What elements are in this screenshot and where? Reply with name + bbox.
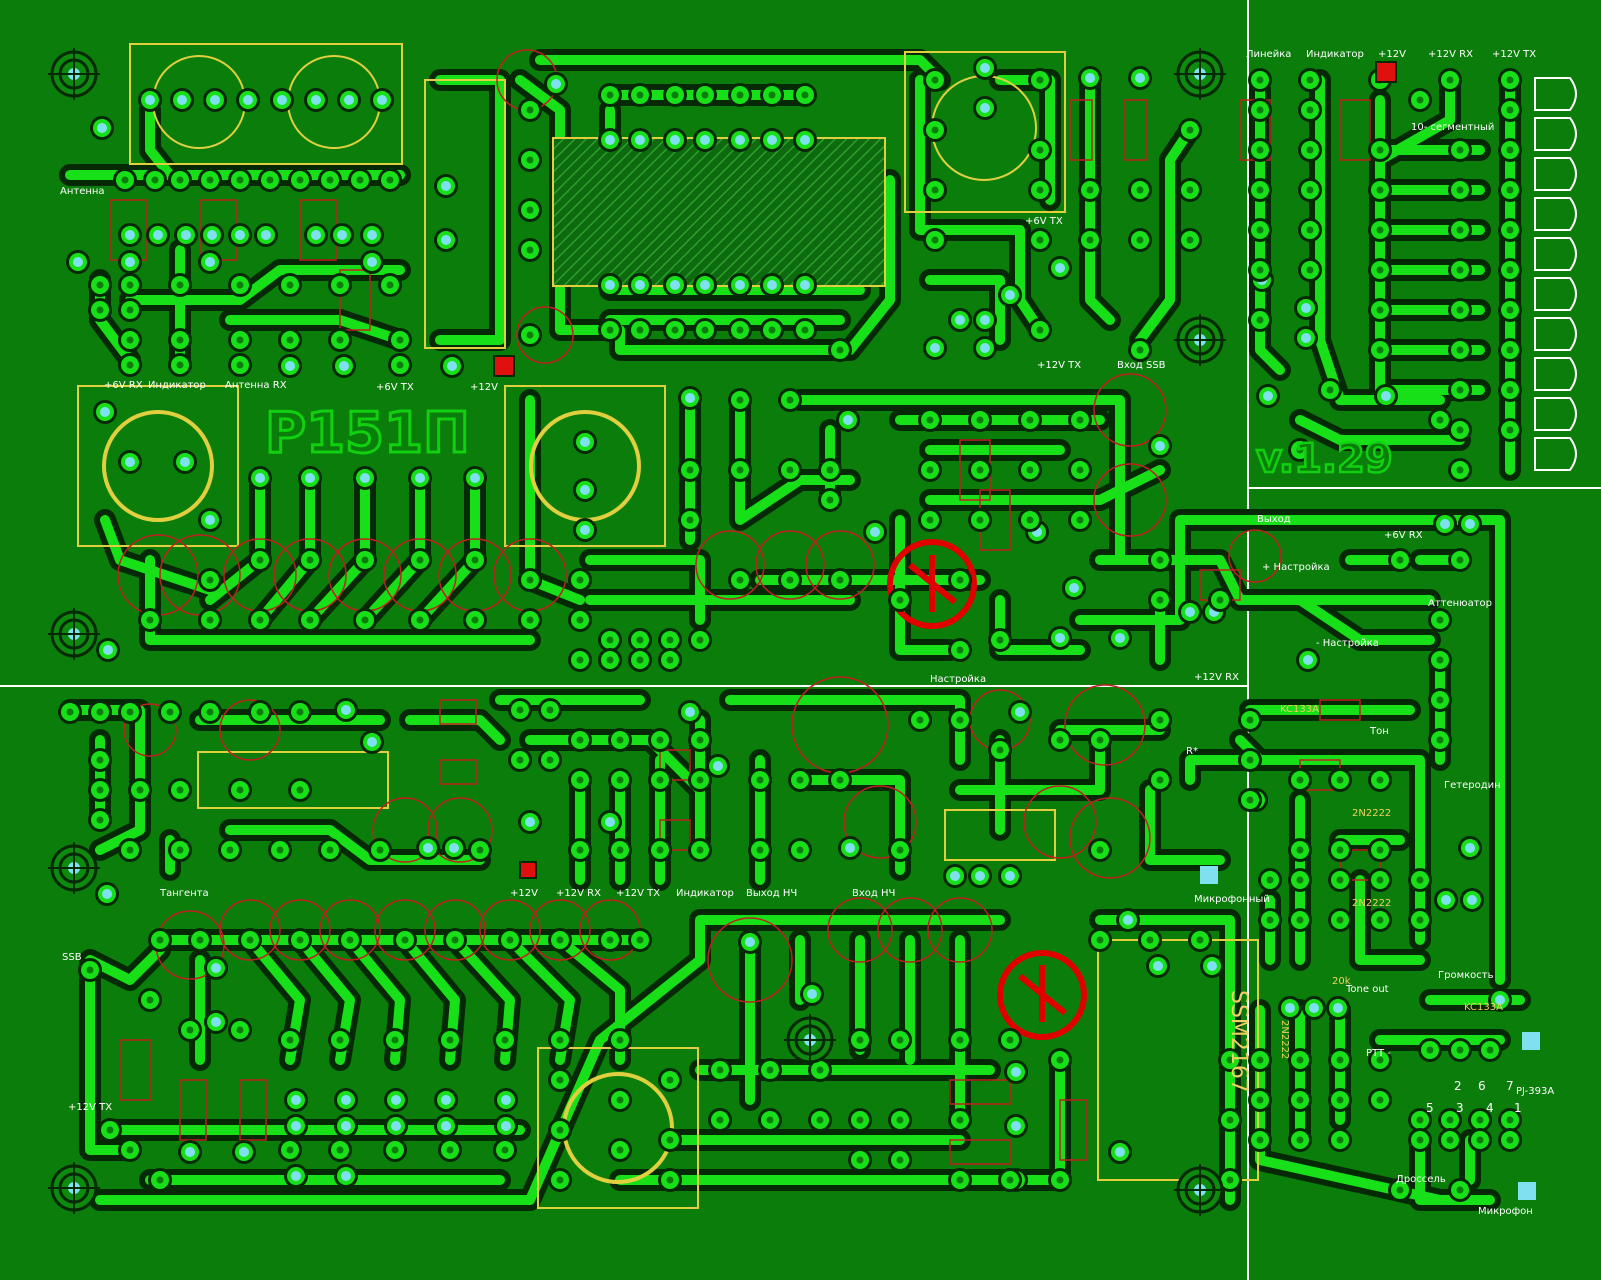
label-6v-rx-2: +6V RX <box>1384 530 1423 541</box>
label-pin-3: 3 <box>1456 1101 1464 1115</box>
coil-outline-4 <box>102 410 214 522</box>
label-minus-tuning: - Настройка <box>1316 638 1379 649</box>
label-6v-tx-1: +6V TX <box>376 382 414 393</box>
label-indicator-2: Индикатор <box>1306 49 1364 60</box>
label-pin-6: 6 <box>1478 1079 1486 1093</box>
label-q2: 2N2222 <box>1352 898 1391 909</box>
label-mic: Микрофон <box>1478 1206 1533 1217</box>
ic-outline-1 <box>197 751 389 809</box>
label-r-star: R* <box>1186 746 1198 757</box>
label-pin-1: 1 <box>1514 1101 1522 1115</box>
power-pads <box>493 61 1397 879</box>
label-tangenta: Тангента <box>159 888 209 899</box>
label-20k: 20k <box>1332 976 1351 987</box>
coil-outline-4-box <box>77 385 239 547</box>
label-12v-rx-2: +12V RX <box>1194 672 1239 683</box>
label-antenna-rx: Антенна RX <box>225 380 287 391</box>
label-plus-tuning: + Настройка <box>1262 562 1330 573</box>
pad-layer <box>58 56 1522 1202</box>
silkscreen-labels: Антенна +6V RX Индикатор Антенна RX +6V … <box>60 49 1554 1217</box>
filter-block <box>552 137 886 287</box>
label-volume: Громкость <box>1438 970 1494 981</box>
label-tuning: Настройка <box>930 674 986 685</box>
board-title: P151П <box>265 401 470 466</box>
label-2n2222-vertical: 2N2222 <box>1279 1020 1290 1059</box>
label-heterodyne: Гетеродин <box>1444 780 1501 791</box>
label-lineyka: Линейка <box>1246 49 1291 60</box>
board-version: v.1.29 <box>1256 436 1393 482</box>
label-12v-3: +12V <box>510 888 538 899</box>
label-10-segment: 10- сегментный <box>1411 122 1494 133</box>
dual-coil-outline <box>129 43 403 165</box>
variable-capacitor-2 <box>997 950 1087 1040</box>
label-indicator-3: Индикатор <box>676 888 734 899</box>
label-ssb-input: Вход SSB <box>1117 360 1166 371</box>
label-audio-out: Выход НЧ <box>746 888 797 899</box>
label-kc133a-2: KC133A <box>1464 1002 1503 1013</box>
label-tone-out: Tone out <box>1345 984 1389 995</box>
coil-outline-3-box <box>904 51 1066 213</box>
label-12v-rx-1: +12V RX <box>1428 49 1473 60</box>
label-ptt: PTT - <box>1366 1048 1391 1059</box>
label-pj393a: PJ-393A <box>1516 1086 1554 1097</box>
label-ssb: SSB <box>62 952 82 963</box>
label-attenuator: Аттенюатор <box>1428 598 1492 609</box>
coil-outline-5-box <box>504 385 666 547</box>
label-q1: 2N2222 <box>1352 808 1391 819</box>
ic-outline-2 <box>944 809 1056 861</box>
label-6v-tx-2: +6V TX <box>1025 216 1063 227</box>
label-audio-in: Вход НЧ <box>852 888 895 899</box>
label-ssm2167: SSM2167 <box>1226 990 1251 1093</box>
label-antenna: Антенна <box>60 186 105 197</box>
label-12v-rx-3: +12V RX <box>556 888 601 899</box>
label-12v-tx-2: +12V TX <box>1492 49 1536 60</box>
label-12v-2: +12V <box>1378 49 1406 60</box>
label-mic-amp: Микрофонный <box>1194 894 1270 905</box>
led-bargraph <box>1534 77 1577 471</box>
mounting-holes <box>48 48 1226 1216</box>
label-12v-tx-4: +12V TX <box>68 1102 112 1113</box>
label-12v-tx-3: +12V TX <box>616 888 660 899</box>
cyan-square-pads <box>1200 866 1540 1200</box>
label-pin-2: 2 <box>1454 1079 1462 1093</box>
connector-strip-outline <box>424 79 506 349</box>
label-6v-rx-1: +6V RX <box>104 380 143 391</box>
component-outline-layer <box>77 43 1259 1209</box>
label-pin-7: 7 <box>1506 1079 1514 1093</box>
label-kc133a-1: KC133A <box>1280 704 1319 715</box>
label-indicator-1: Индикатор <box>148 380 206 391</box>
label-ton: Тон <box>1369 726 1389 737</box>
label-pin-5: 5 <box>1426 1101 1434 1115</box>
label-12v-1: +12V <box>470 382 498 393</box>
variable-capacitor-1 <box>887 539 977 629</box>
label-vykhod: Выход <box>1257 514 1291 525</box>
label-12v-tx-1: +12V TX <box>1037 360 1081 371</box>
label-choke: Дроссель <box>1396 1174 1446 1185</box>
label-pin-4: 4 <box>1486 1101 1494 1115</box>
